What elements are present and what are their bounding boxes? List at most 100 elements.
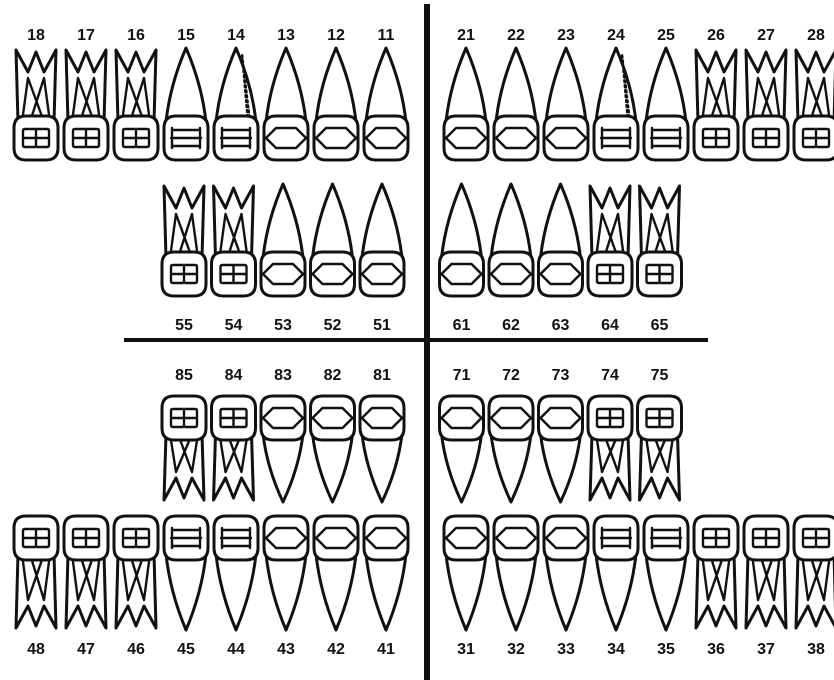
tooth-root bbox=[362, 434, 402, 502]
tooth-23[interactable]: 23 bbox=[544, 27, 588, 160]
tooth-number-label: 27 bbox=[757, 27, 775, 44]
tooth-root bbox=[116, 554, 156, 628]
tooth-number-label: 28 bbox=[807, 27, 825, 44]
tooth-16[interactable]: 16 bbox=[114, 27, 158, 160]
tooth-root bbox=[214, 186, 254, 258]
tooth-number-label: 36 bbox=[707, 641, 725, 658]
tooth-43[interactable]: 43 bbox=[264, 516, 308, 658]
tooth-32[interactable]: 32 bbox=[494, 516, 538, 658]
tooth-root bbox=[646, 48, 686, 122]
tooth-64[interactable]: 64 bbox=[588, 186, 632, 334]
tooth-21[interactable]: 21 bbox=[444, 27, 488, 160]
tooth-17[interactable]: 17 bbox=[64, 27, 108, 160]
tooth-root bbox=[696, 554, 736, 628]
tooth-15[interactable]: 15 bbox=[164, 27, 208, 160]
tooth-root bbox=[263, 434, 303, 502]
tooth-crown bbox=[539, 396, 583, 440]
tooth-number-label: 82 bbox=[324, 367, 342, 384]
tooth-root bbox=[16, 554, 56, 628]
tooth-number-label: 31 bbox=[457, 641, 475, 658]
tooth-number-label: 74 bbox=[601, 367, 619, 384]
tooth-45[interactable]: 45 bbox=[164, 516, 208, 658]
tooth-52[interactable]: 52 bbox=[311, 184, 355, 334]
tooth-crown bbox=[440, 252, 484, 296]
tooth-63[interactable]: 63 bbox=[539, 184, 583, 334]
tooth-47[interactable]: 47 bbox=[64, 516, 108, 658]
tooth-83[interactable]: 83 bbox=[261, 367, 305, 502]
tooth-root bbox=[746, 50, 786, 122]
tooth-46[interactable]: 46 bbox=[114, 516, 158, 658]
tooth-number-label: 33 bbox=[557, 641, 575, 658]
tooth-crown bbox=[314, 516, 358, 560]
tooth-22[interactable]: 22 bbox=[494, 27, 538, 160]
occlusal-bars bbox=[221, 528, 251, 548]
tooth-27[interactable]: 27 bbox=[744, 27, 788, 160]
tooth-root bbox=[491, 184, 531, 258]
tooth-24[interactable]: 24 bbox=[594, 27, 638, 160]
tooth-number-label: 61 bbox=[453, 317, 471, 334]
tooth-number-label: 53 bbox=[274, 317, 292, 334]
tooth-crown bbox=[494, 116, 538, 160]
tooth-number-label: 71 bbox=[453, 367, 471, 384]
tooth-35[interactable]: 35 bbox=[644, 516, 688, 658]
occlusal-bars bbox=[601, 528, 631, 548]
tooth-85[interactable]: 85 bbox=[162, 367, 206, 500]
tooth-number-label: 48 bbox=[27, 641, 45, 658]
tooth-54[interactable]: 54 bbox=[212, 186, 256, 334]
tooth-31[interactable]: 31 bbox=[444, 516, 488, 658]
tooth-48[interactable]: 48 bbox=[14, 516, 58, 658]
tooth-25[interactable]: 25 bbox=[644, 27, 688, 160]
tooth-number-label: 14 bbox=[227, 27, 245, 44]
tooth-crown bbox=[364, 116, 408, 160]
tooth-42[interactable]: 42 bbox=[314, 516, 358, 658]
tooth-81[interactable]: 81 bbox=[360, 367, 404, 502]
tooth-number-label: 83 bbox=[274, 367, 292, 384]
tooth-root bbox=[313, 184, 353, 258]
tooth-55[interactable]: 55 bbox=[162, 186, 206, 334]
tooth-34[interactable]: 34 bbox=[594, 516, 638, 658]
tooth-75[interactable]: 75 bbox=[638, 367, 682, 500]
tooth-28[interactable]: 28 bbox=[794, 27, 834, 160]
tooth-crown bbox=[314, 116, 358, 160]
tooth-38[interactable]: 38 bbox=[794, 516, 834, 658]
tooth-crown bbox=[489, 396, 533, 440]
tooth-root bbox=[16, 50, 56, 122]
tooth-root bbox=[313, 434, 353, 502]
tooth-14[interactable]: 14 bbox=[214, 27, 258, 160]
tooth-number-label: 37 bbox=[757, 641, 775, 658]
tooth-41[interactable]: 41 bbox=[364, 516, 408, 658]
tooth-root bbox=[442, 184, 482, 258]
tooth-number-label: 38 bbox=[807, 641, 825, 658]
tooth-root bbox=[746, 554, 786, 628]
occlusal-bars bbox=[601, 128, 631, 148]
tooth-number-label: 73 bbox=[552, 367, 570, 384]
tooth-74[interactable]: 74 bbox=[588, 367, 632, 500]
tooth-44[interactable]: 44 bbox=[214, 516, 258, 658]
tooth-51[interactable]: 51 bbox=[360, 184, 404, 334]
tooth-number-label: 13 bbox=[277, 27, 295, 44]
tooth-53[interactable]: 53 bbox=[261, 184, 305, 334]
tooth-26[interactable]: 26 bbox=[694, 27, 738, 160]
tooth-84[interactable]: 84 bbox=[212, 367, 256, 500]
tooth-71[interactable]: 71 bbox=[440, 367, 484, 502]
tooth-number-label: 26 bbox=[707, 27, 725, 44]
tooth-12[interactable]: 12 bbox=[314, 27, 358, 160]
tooth-11[interactable]: 11 bbox=[364, 27, 408, 160]
tooth-root bbox=[166, 554, 206, 630]
tooth-root bbox=[640, 186, 680, 258]
tooth-65[interactable]: 65 bbox=[638, 186, 682, 334]
tooth-root bbox=[442, 434, 482, 502]
tooth-62[interactable]: 62 bbox=[489, 184, 533, 334]
tooth-18[interactable]: 18 bbox=[14, 27, 58, 160]
tooth-73[interactable]: 73 bbox=[539, 367, 583, 502]
tooth-crown bbox=[264, 116, 308, 160]
tooth-root bbox=[66, 554, 106, 628]
tooth-33[interactable]: 33 bbox=[544, 516, 588, 658]
tooth-crown bbox=[261, 396, 305, 440]
tooth-36[interactable]: 36 bbox=[694, 516, 738, 658]
tooth-37[interactable]: 37 bbox=[744, 516, 788, 658]
tooth-72[interactable]: 72 bbox=[489, 367, 533, 502]
tooth-61[interactable]: 61 bbox=[440, 184, 484, 334]
tooth-82[interactable]: 82 bbox=[311, 367, 355, 502]
tooth-13[interactable]: 13 bbox=[264, 27, 308, 160]
